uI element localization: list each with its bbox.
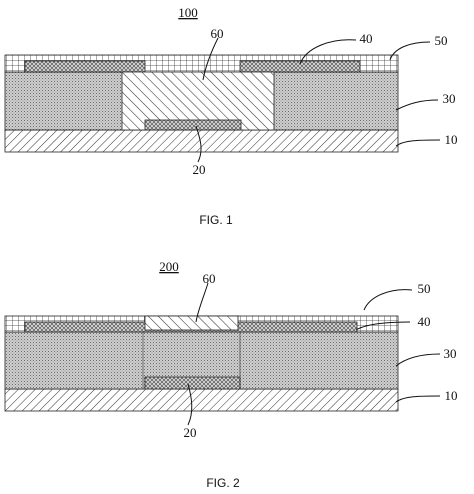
fig1-leader-60: [202, 37, 219, 81]
fig2-label-20: 20: [184, 425, 197, 440]
fig1-layer-20: [144, 119, 242, 131]
figure-1-reference-number: 100: [178, 5, 198, 20]
fig1-layer-40-right: [239, 60, 361, 73]
fig2-leader-20: [187, 383, 193, 426]
fig2-substrate-layer-10: [4, 388, 399, 412]
fig1-label-50: 50: [435, 33, 448, 48]
fig2-label-50: 50: [418, 281, 431, 296]
fig2-layer-20: [144, 376, 241, 390]
fig2-caption: FIG. 2: [206, 476, 240, 490]
fig1-leader-20: [195, 125, 202, 163]
fig2-leader-40: [355, 321, 411, 331]
figure-2: 200 60 50 40 30 10 20 FIG. 2: [4, 259, 458, 490]
fig2-leader-50: [363, 289, 413, 311]
fig2-leader-30: [395, 353, 441, 367]
fig1-label-20: 20: [193, 162, 206, 177]
fig1-label-10: 10: [445, 132, 458, 147]
fig2-label-40: 40: [418, 314, 431, 329]
fig1-leader-50: [389, 41, 431, 61]
fig1-label-60: 60: [211, 26, 224, 41]
fig2-layer-60: [144, 315, 239, 331]
fig1-leader-40: [299, 39, 357, 65]
fig2-label-10: 10: [445, 388, 458, 403]
fig2-label-60: 60: [203, 271, 216, 286]
figure-2-reference-number: 200: [159, 259, 179, 274]
figure-1: 100 60 40 50 30 10 20 FIG. 1: [4, 5, 458, 227]
fig1-leader-30: [395, 99, 439, 111]
fig2-leader-60: [195, 282, 209, 323]
fig2-leader-10: [395, 395, 441, 403]
fig2-label-30: 30: [444, 346, 457, 361]
fig1-layer-40-left: [24, 60, 146, 73]
fig1-caption: FIG. 1: [199, 213, 233, 227]
fig1-label-40: 40: [360, 31, 373, 46]
fig1-label-30: 30: [443, 91, 456, 106]
fig1-leader-10: [395, 139, 441, 147]
